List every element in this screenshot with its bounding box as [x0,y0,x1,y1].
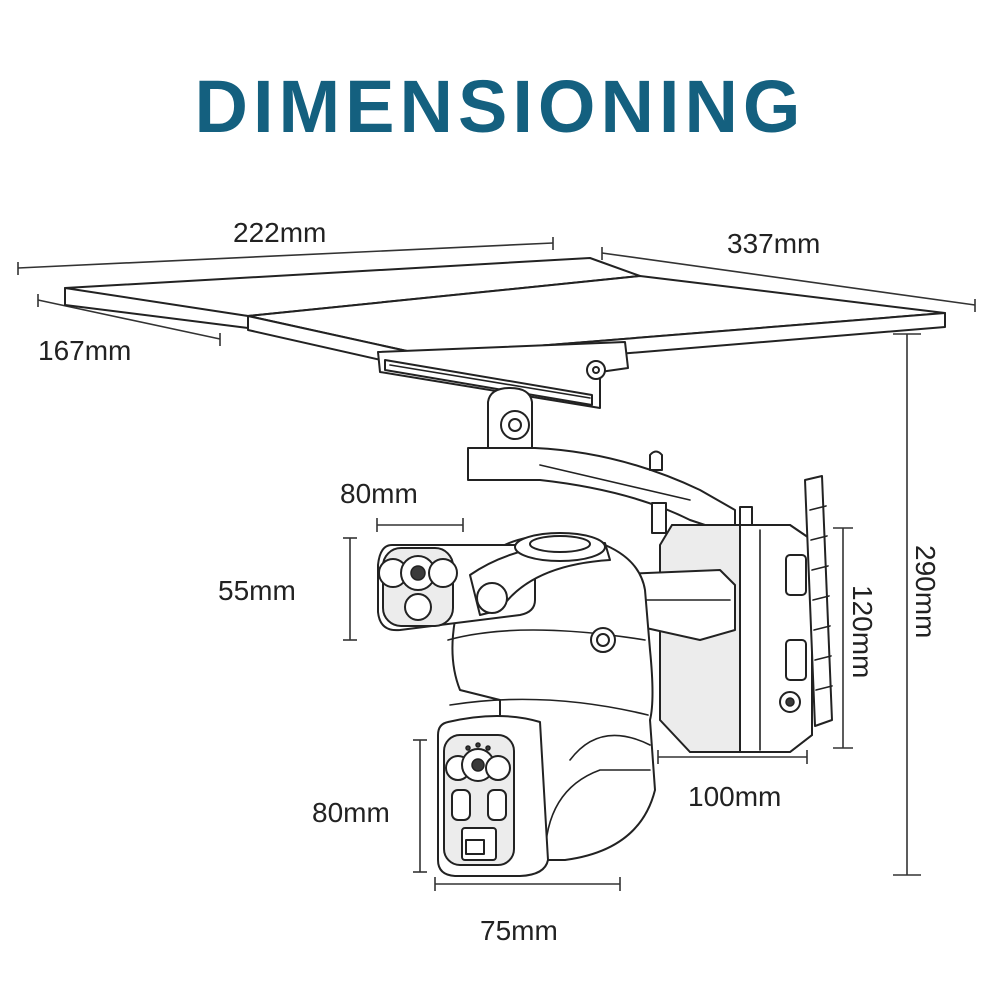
label-222mm: 222mm [233,217,326,248]
top-lens-unit [377,532,611,632]
page-title: DIMENSIONING [194,65,806,148]
solar-panel [64,257,946,371]
label-337mm: 337mm [727,228,820,259]
label-80mm-top: 80mm [340,478,418,509]
label-120mm: 120mm [847,585,878,678]
label-80mm-bottom: 80mm [312,797,390,828]
support-arm [467,447,753,536]
label-75mm: 75mm [480,915,558,946]
dim-line-167 [37,299,221,340]
dim-line-337 [601,252,976,306]
dim-line-222 [17,242,554,269]
label-55mm: 55mm [218,575,296,606]
label-167mm: 167mm [38,335,131,366]
bottom-lens-unit [437,715,549,877]
battery-box [599,475,833,753]
label-290mm: 290mm [910,545,941,638]
dimension-lines [17,237,976,891]
label-100mm: 100mm [688,781,781,812]
panel-mount-bracket [377,341,629,449]
